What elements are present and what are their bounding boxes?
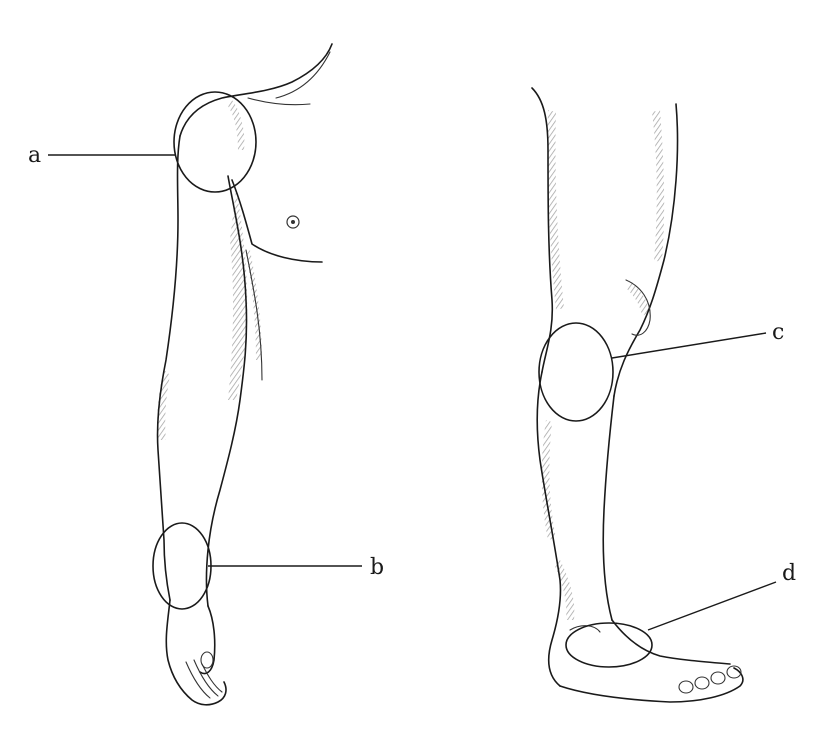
- callout-b-circle: [152, 522, 212, 610]
- label-c: c: [772, 320, 784, 345]
- callout-d: [565, 581, 777, 668]
- callout-d-circle: [565, 622, 653, 668]
- callout-d-leader: [647, 581, 777, 631]
- leg-illustration: [531, 87, 744, 703]
- label-b: b: [370, 555, 384, 580]
- callout-c-circle: [538, 322, 614, 422]
- callout-a: [48, 91, 257, 193]
- arm-illustration: [156, 43, 333, 706]
- label-d: d: [782, 561, 796, 586]
- label-a: a: [28, 143, 41, 168]
- callout-a-circle: [173, 91, 257, 193]
- callout-c: [538, 322, 767, 422]
- callout-c-leader: [611, 332, 767, 359]
- callout-b: [152, 522, 362, 610]
